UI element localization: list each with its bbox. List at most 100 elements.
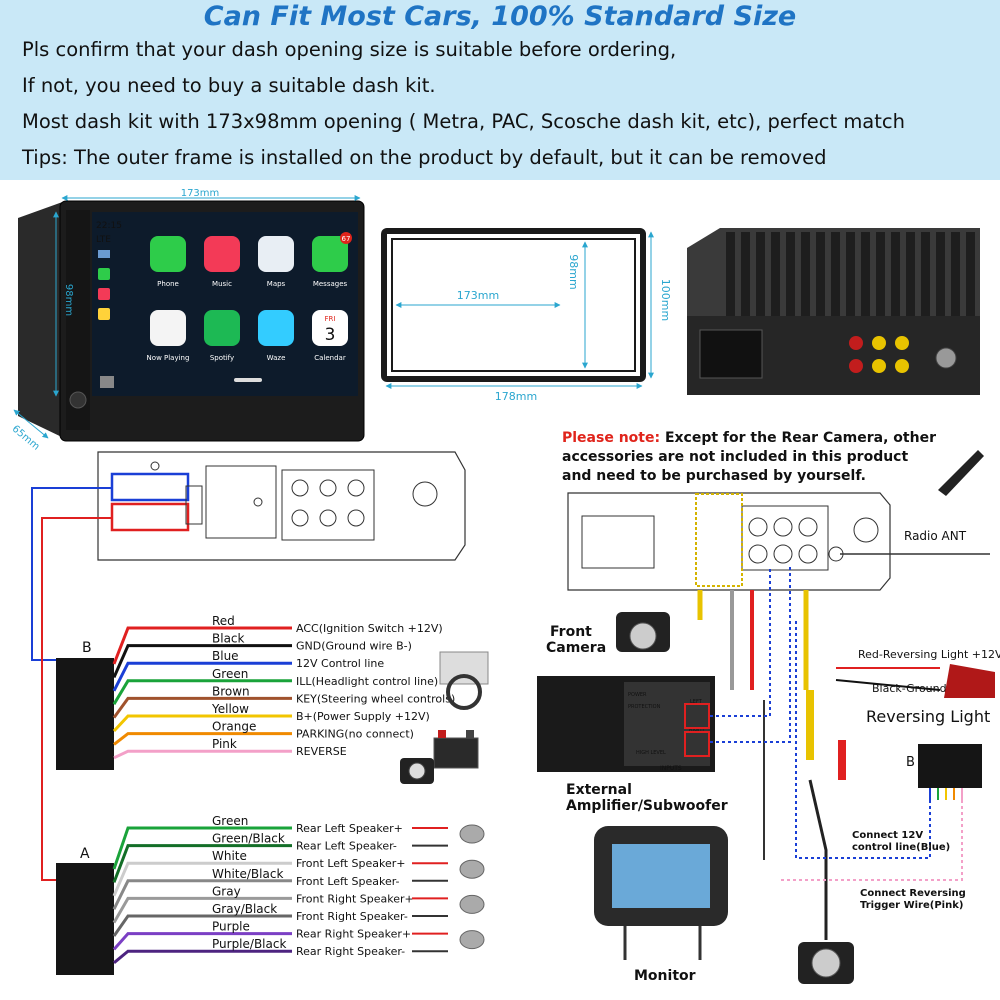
app-label: Music (212, 280, 232, 288)
fin (726, 232, 735, 318)
fin (831, 232, 840, 318)
frame-inner-width-label: 173mm (457, 289, 499, 302)
frame-outer-height-label: 100mm (659, 279, 672, 321)
app-label: Calendar (314, 354, 346, 362)
wire-color-label: Orange (212, 720, 256, 734)
wire-color-label: Black (212, 632, 245, 646)
waze-icon (258, 310, 294, 346)
rca-red-2 (849, 359, 863, 373)
wire-line (112, 844, 292, 883)
monitor-label: Monitor (634, 968, 696, 984)
rear-rca-3 (798, 517, 818, 537)
wire-color-label: Blue (212, 649, 239, 663)
music-icon (204, 236, 240, 272)
wire-function-label: Front Right Speaker+ (296, 892, 414, 905)
volume-knob (69, 391, 87, 409)
fin (861, 232, 870, 318)
wire-function-label: B+(Power Supply +12V) (296, 710, 430, 723)
fin (966, 232, 975, 318)
wire-line (113, 949, 292, 964)
wire-color-label: Green/Black (212, 832, 285, 846)
sidebar-phone-icon (98, 268, 110, 280)
fin (756, 232, 765, 318)
frame-inner (391, 238, 636, 372)
amp-inputs-label: INPUTS (660, 765, 682, 772)
connector-a-outline (110, 502, 190, 532)
speaker-icon (459, 930, 485, 950)
wire-function-label: Front Left Speaker+ (296, 857, 405, 870)
badge-count: 67 (342, 235, 351, 243)
rca-red-1 (849, 336, 863, 350)
maps-icon (258, 236, 294, 272)
harness-a-block (56, 863, 114, 975)
wire-function-label: GND(Ground wire B-) (296, 640, 412, 653)
wire-line (112, 914, 292, 937)
rear-connection-diagram (567, 492, 891, 591)
spotify-icon (204, 310, 240, 346)
amplifier-label-1: External (566, 782, 632, 798)
spotify-app: Spotify (204, 310, 240, 362)
fin (951, 232, 960, 318)
front-camera-label-1: Front (550, 624, 592, 640)
b-connector-label: B (906, 755, 915, 770)
steering-wheel-icon (446, 674, 482, 710)
wire-function-label: Rear Left Speaker+ (296, 822, 403, 835)
port-3 (347, 479, 365, 497)
wire-line (112, 861, 292, 897)
rca-yellow-4 (895, 359, 909, 373)
amp-power-label: POWER (628, 692, 647, 698)
sidebar-podcast-icon (98, 308, 110, 320)
rear-camera-cable (808, 779, 828, 940)
port-6 (347, 509, 365, 527)
now-playing-app: Now Playing (147, 310, 189, 362)
messages-icon (312, 236, 348, 272)
wire-function-label: Front Right Speaker- (296, 910, 408, 923)
rca-yellow-1 (872, 336, 886, 350)
rear-camera-small-lens (408, 762, 426, 780)
info-line-2: If not, you need to buy a suitable dash … (22, 74, 436, 97)
wire-color-label: White (212, 849, 247, 863)
sidebar-music-icon (98, 288, 110, 300)
rear-iso-block (581, 515, 655, 569)
amplifier-label-2: Amplifier/Subwoofer (566, 798, 728, 814)
wire-line (112, 679, 292, 705)
battery-terminal-positive (438, 730, 446, 738)
screw-2 (253, 497, 263, 507)
info-line-4: Tips: The outer frame is installed on th… (22, 146, 827, 169)
rear-rca-6 (798, 544, 818, 564)
radio-ant-label: Radio ANT (904, 529, 967, 543)
red-reversing-label: Red-Reversing Light +12V (858, 648, 1000, 661)
fin (816, 232, 825, 318)
rear-camera-yellow-plug (806, 690, 814, 760)
rear-highlight-box (695, 493, 743, 587)
harness-a-label: A (80, 846, 90, 862)
wire-color-label: Purple (212, 920, 250, 934)
battery-icon (433, 737, 479, 769)
music-app: Music (204, 236, 240, 288)
antenna-socket (935, 347, 957, 369)
stereo-depth-label: 65mm (10, 424, 42, 453)
rca-yellow-3 (872, 359, 886, 373)
wire-color-label: Yellow (211, 702, 249, 716)
harness-outline-left (97, 451, 466, 561)
rca-block (281, 469, 375, 541)
wire-function-label: KEY(Steering wheel controls) (296, 692, 455, 705)
amp-protection-label: PROTECTION (628, 704, 661, 710)
iso-connector-socket (699, 329, 763, 379)
rca-sockets-photo (849, 336, 957, 373)
wire-line (112, 626, 292, 665)
harness-b-block (56, 658, 114, 770)
speaker-icon (459, 894, 485, 914)
frame-inner-height-label: 98mm (567, 254, 580, 289)
app-label: Spotify (210, 354, 234, 362)
harness-b-label: B (82, 640, 92, 656)
wire-function-label: PARKING(no connect) (296, 728, 414, 741)
